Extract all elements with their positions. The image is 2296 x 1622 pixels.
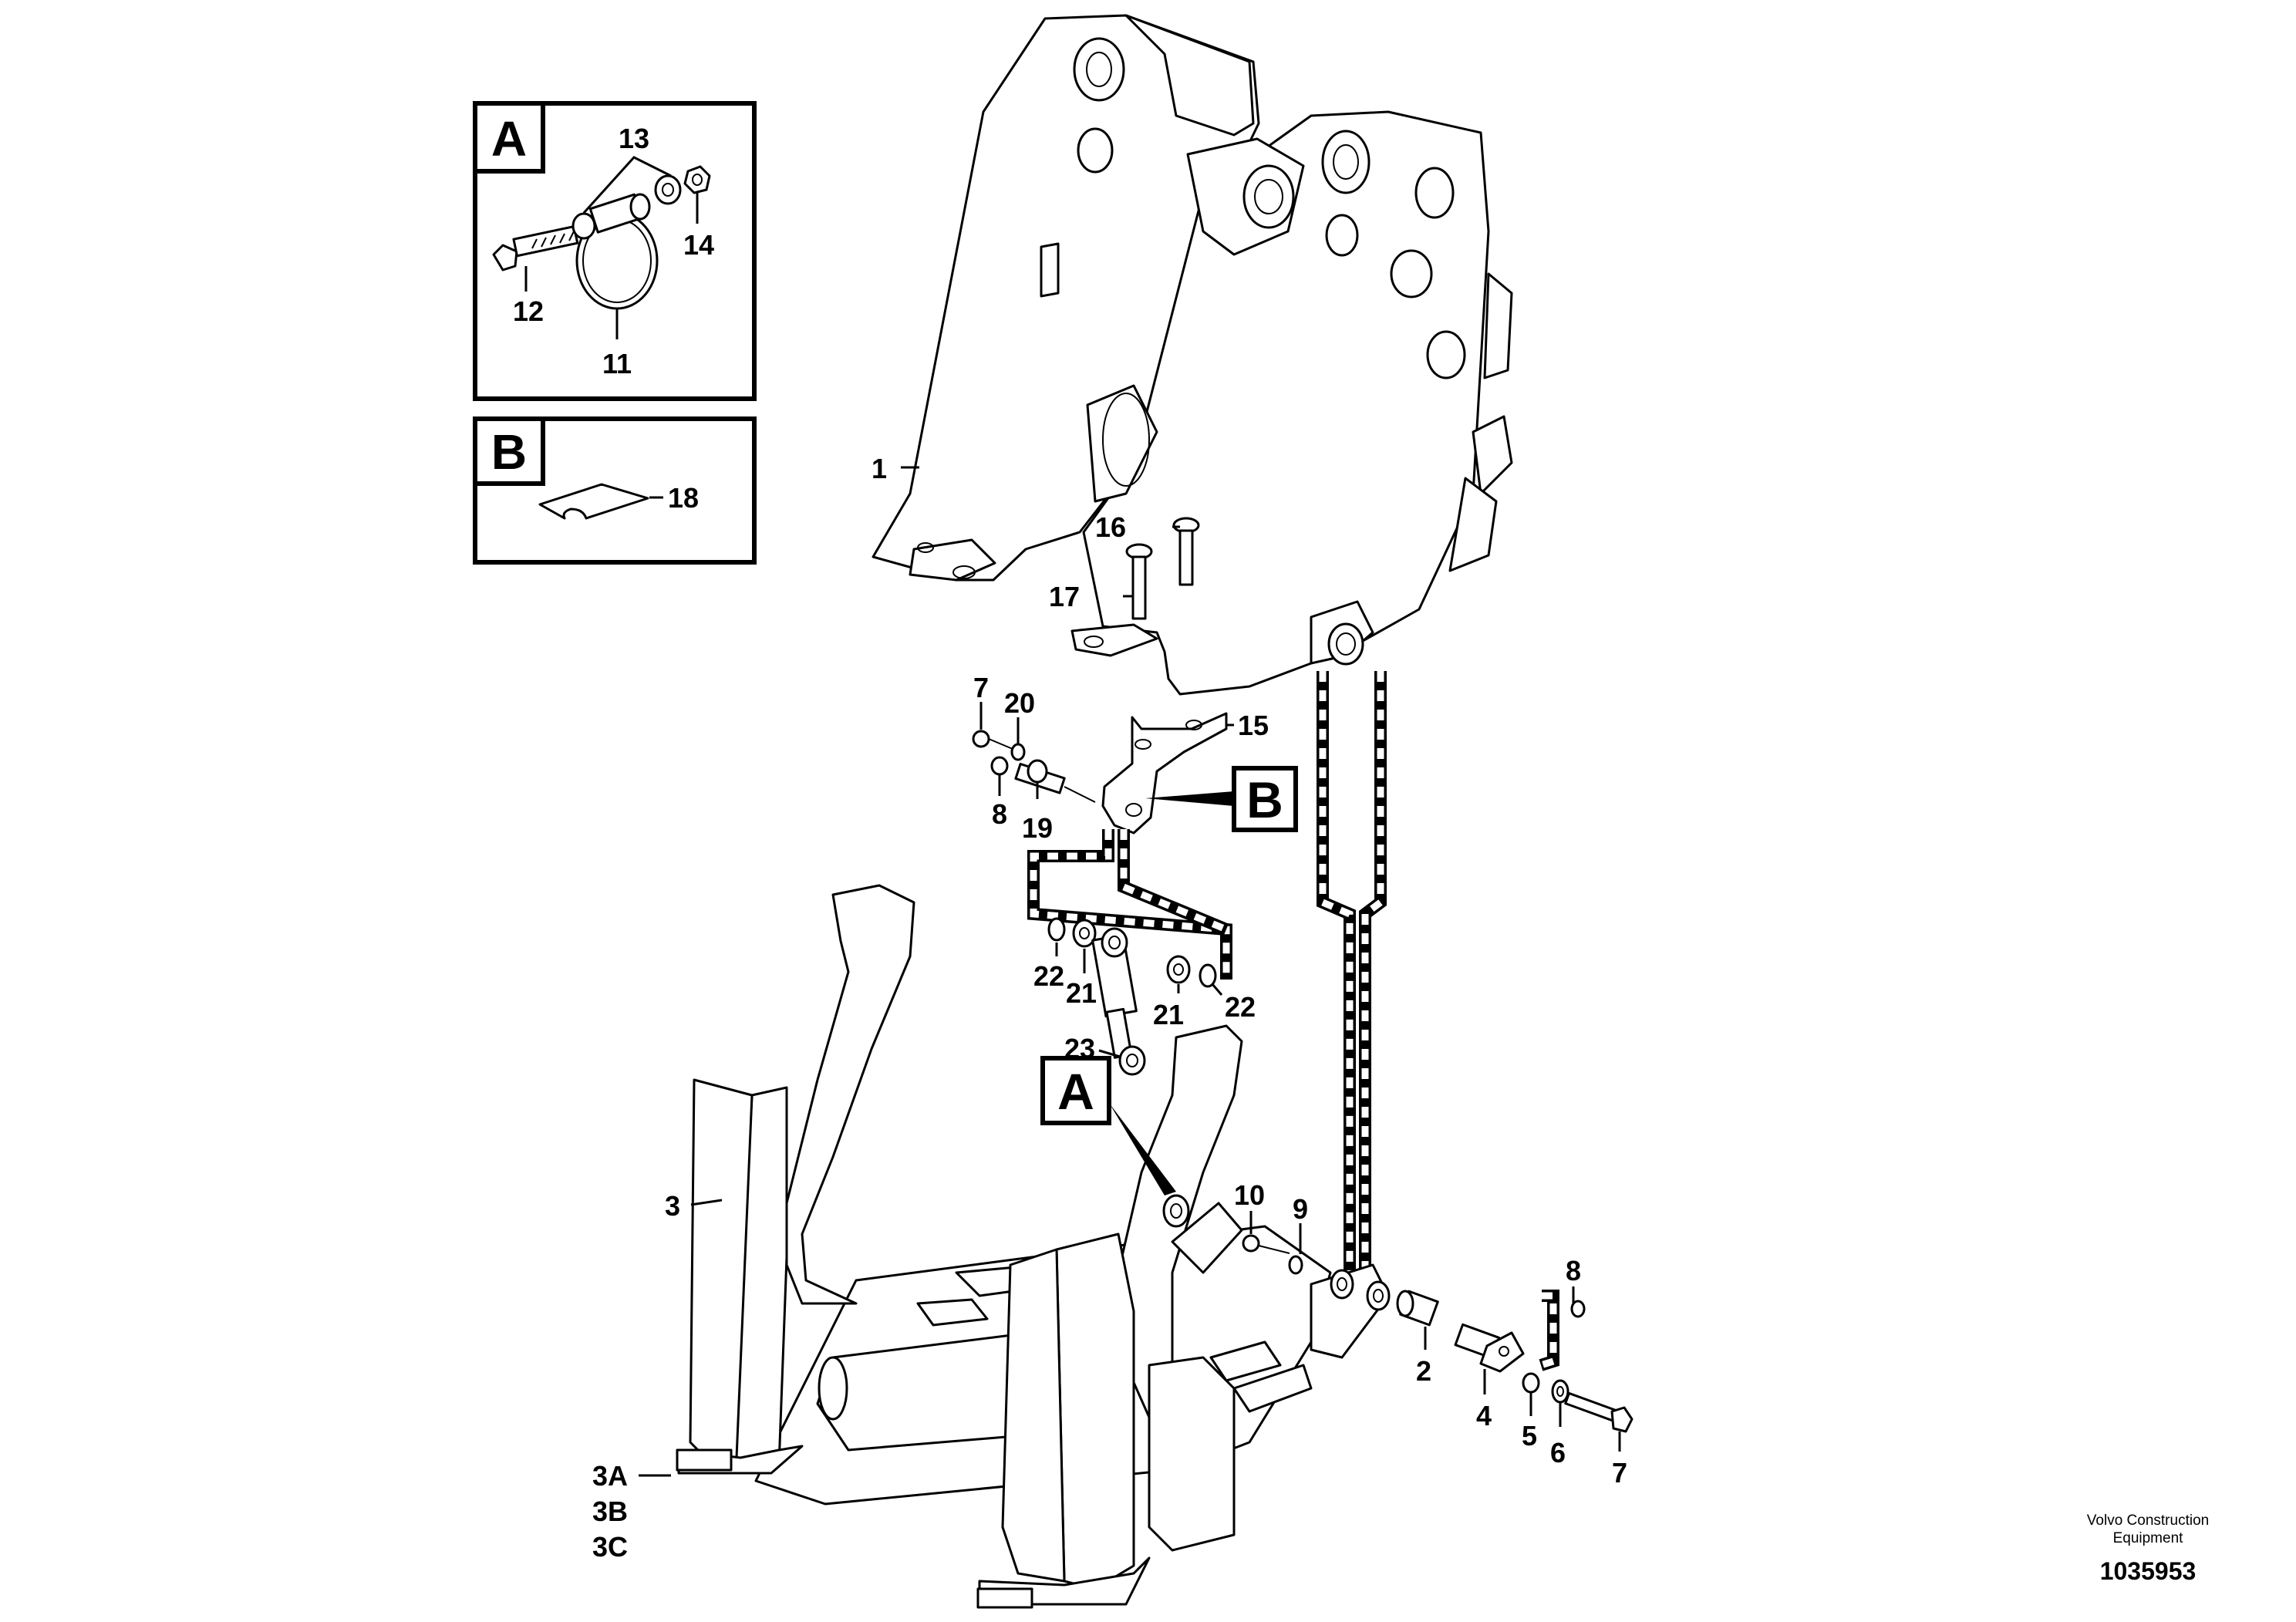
inset-b-letter: B <box>491 424 527 480</box>
label-9: 9 <box>1293 1193 1308 1225</box>
inset-a-letter: A <box>491 111 527 167</box>
brand-line-2: Equipment <box>2113 1530 2184 1546</box>
cylinder-23-assembly: 22 21 21 22 23 <box>1033 917 1256 1076</box>
document-number: 1035953 <box>2100 1557 2197 1585</box>
label-10: 10 <box>1234 1179 1265 1211</box>
label-22-right: 22 <box>1225 991 1256 1023</box>
label-21-left: 21 <box>1066 977 1097 1009</box>
bolts-16-17: 16 17 <box>1049 511 1200 620</box>
callout-a-letter: A <box>1057 1063 1094 1120</box>
label-14: 14 <box>683 229 714 261</box>
brand-line-1: Volvo Construction <box>2087 1512 2209 1529</box>
bolt-10-washer-9: 10 9 <box>1234 1179 1308 1275</box>
callout-b-letter: B <box>1246 771 1283 828</box>
front-frame-1: 1 <box>872 14 1513 696</box>
label-22-left: 22 <box>1033 960 1064 992</box>
label-3: 3 <box>665 1190 680 1222</box>
label-8-top: 8 <box>992 798 1007 830</box>
label-20: 20 <box>1004 687 1035 719</box>
inset-b: B 18 <box>473 416 757 565</box>
pin-19-assembly: 7 20 8 19 <box>972 672 1096 844</box>
label-21-right: 21 <box>1153 999 1184 1030</box>
label-3a: 3A <box>592 1460 628 1492</box>
rear-frame-3: 3 3A 3B 3C <box>592 884 1391 1609</box>
assembly-dash-lines <box>1027 671 1559 1371</box>
shim-18 <box>538 483 649 520</box>
label-18: 18 <box>668 482 699 514</box>
label-8-bottom: 8 <box>1566 1255 1581 1286</box>
label-11: 11 <box>602 348 632 379</box>
callout-a: A <box>1040 1056 1176 1195</box>
label-12: 12 <box>513 295 544 327</box>
pin-2-assembly: 2 4 5 6 7 8 <box>1396 1255 1633 1489</box>
bracket-15: 15 <box>1101 710 1269 835</box>
label-4: 4 <box>1476 1400 1492 1431</box>
label-19: 19 <box>1022 812 1053 844</box>
label-3c: 3C <box>592 1531 628 1563</box>
callout-b: B <box>1145 766 1298 832</box>
label-6: 6 <box>1550 1437 1566 1469</box>
label-1: 1 <box>872 453 887 484</box>
label-16: 16 <box>1095 511 1126 543</box>
inset-a: A 12 11 13 14 <box>473 101 757 401</box>
label-17: 17 <box>1049 581 1080 612</box>
label-5: 5 <box>1522 1420 1537 1452</box>
label-2: 2 <box>1416 1355 1431 1387</box>
label-7-top: 7 <box>973 672 989 703</box>
label-3b: 3B <box>592 1496 628 1527</box>
footer: Volvo Construction Equipment 1035953 <box>2087 1512 2209 1585</box>
label-7-bottom: 7 <box>1612 1457 1627 1489</box>
label-15: 15 <box>1238 710 1269 741</box>
label-13: 13 <box>619 123 649 154</box>
